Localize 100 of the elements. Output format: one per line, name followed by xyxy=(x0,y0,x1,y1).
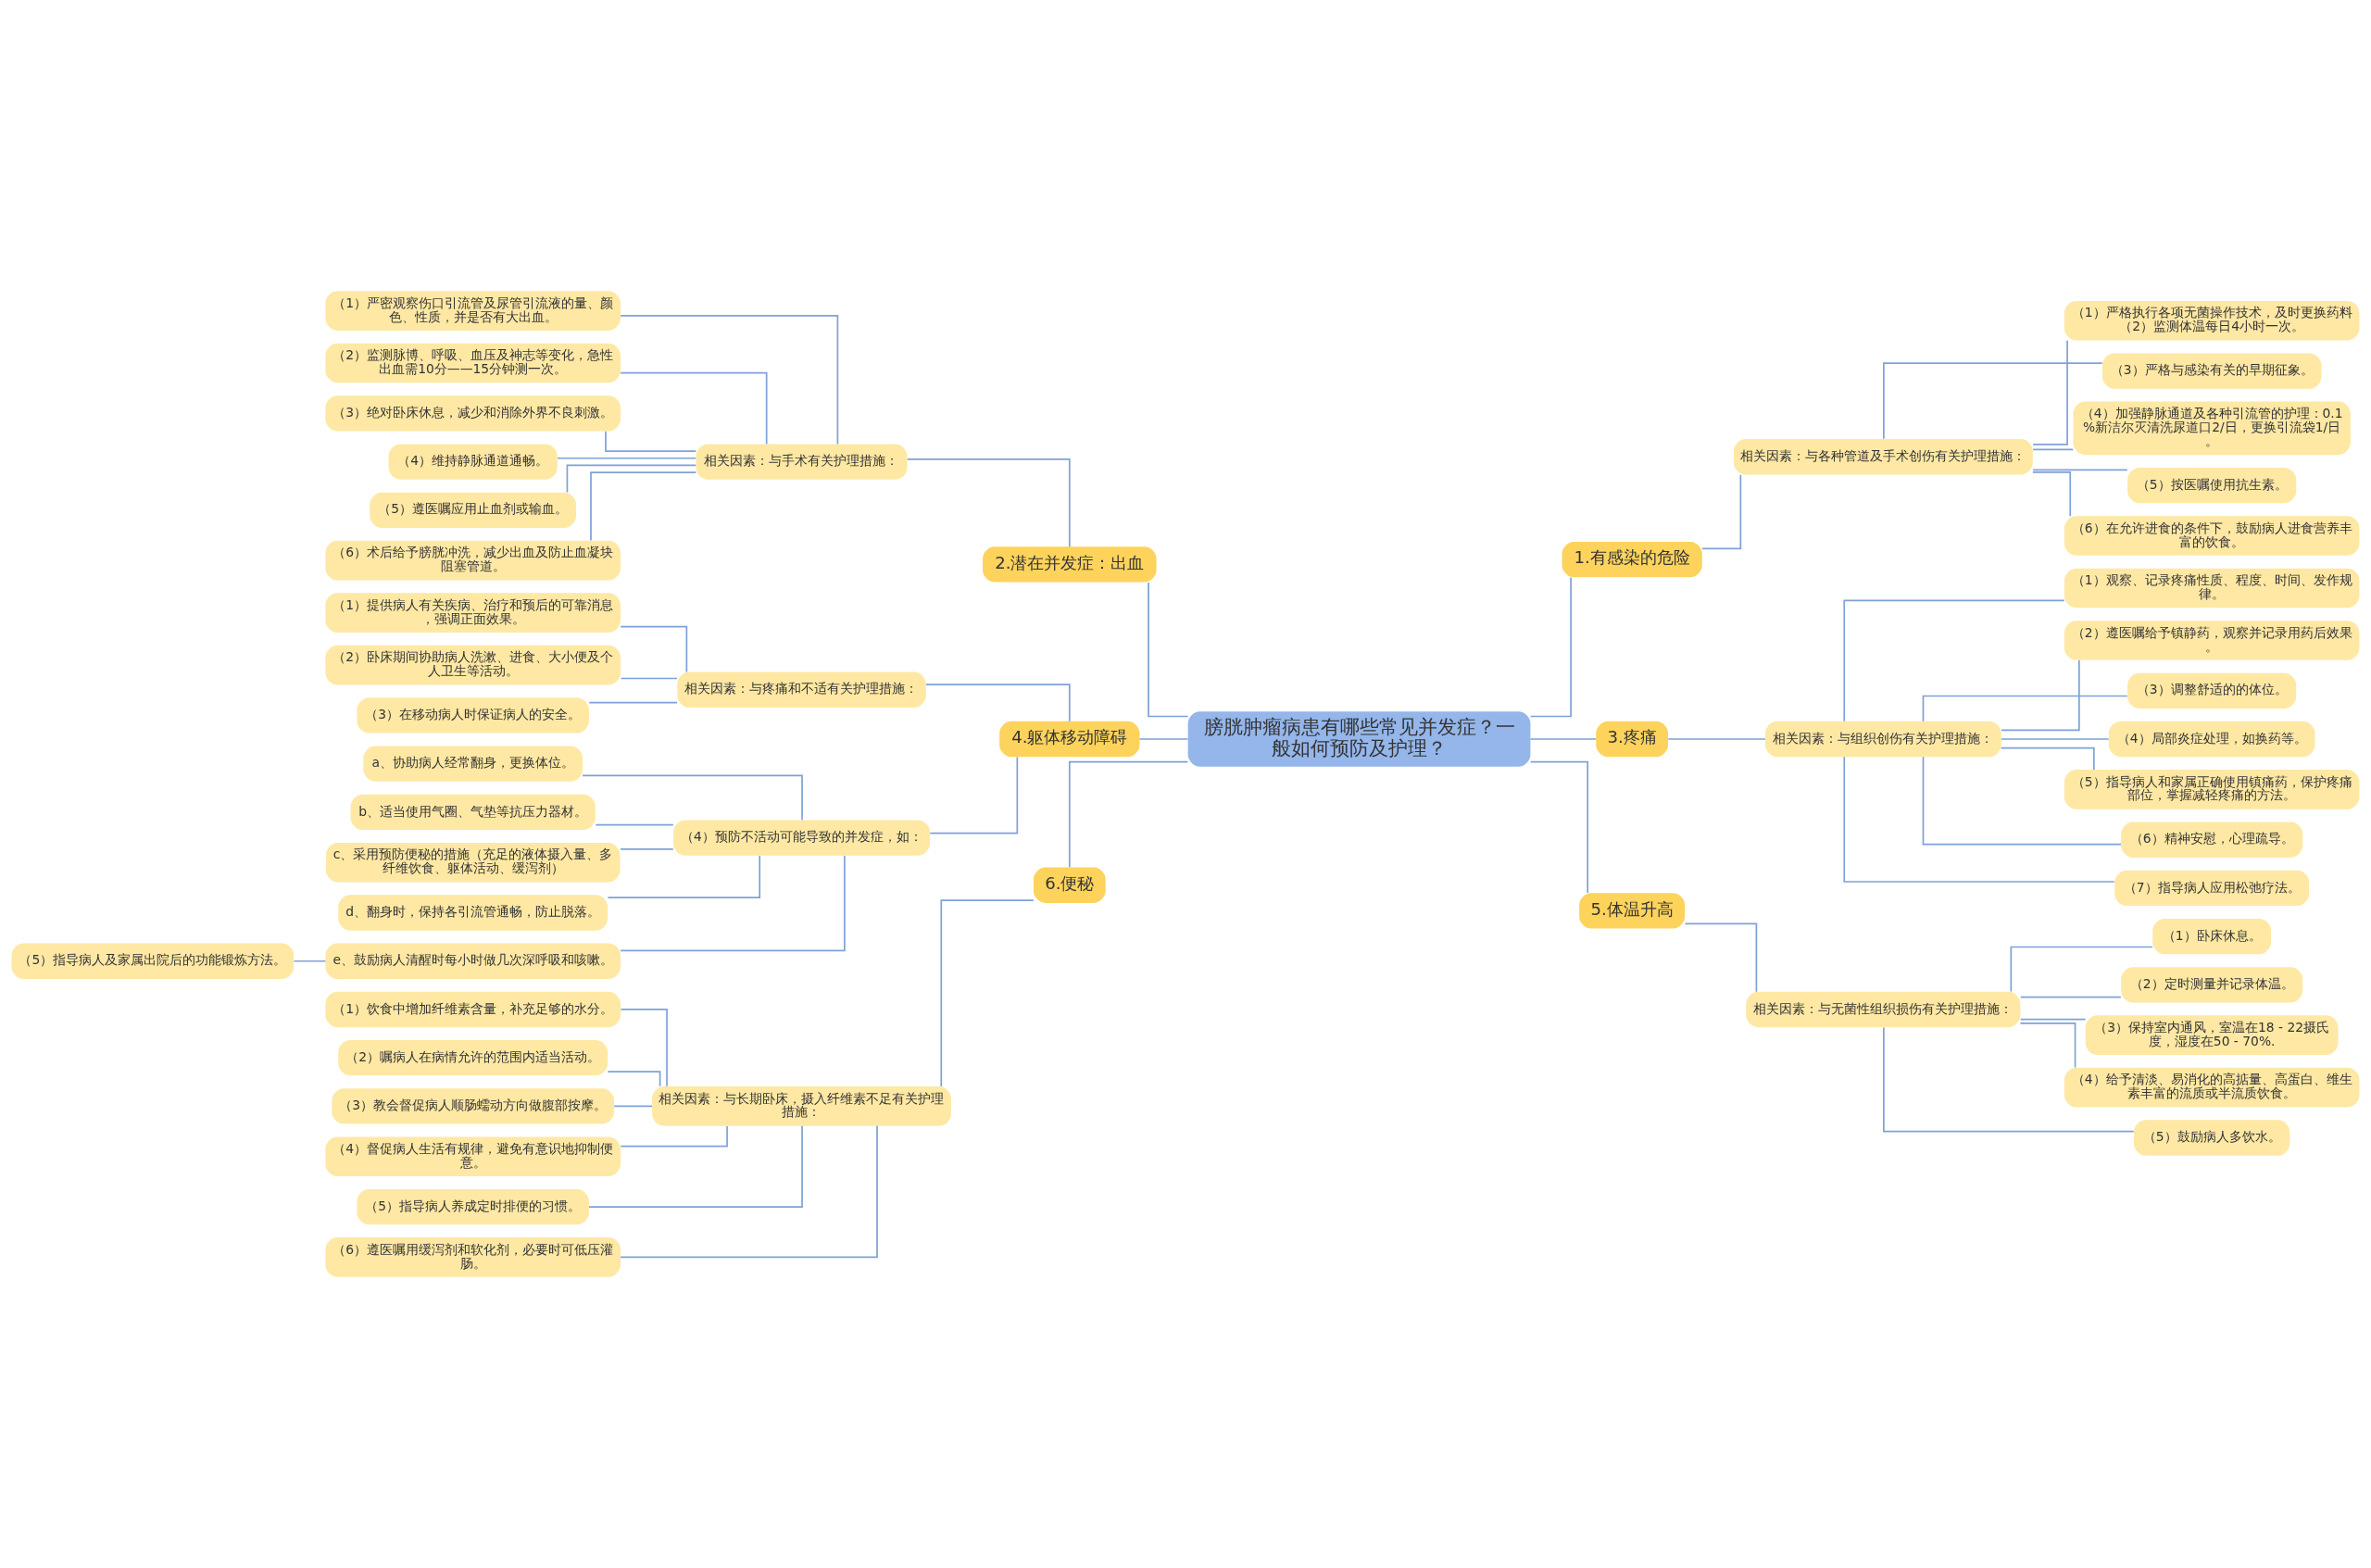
node-box: （4）预防不活动可能导致的并发症，如： xyxy=(673,820,930,856)
node-box: （6）精神安慰，心理疏导。 xyxy=(2121,822,2303,858)
connector xyxy=(1667,738,1766,740)
connector xyxy=(2032,448,2075,451)
connector xyxy=(1148,582,1189,718)
node-box: b、适当使用气圈、气垫等抗压力器材。 xyxy=(350,794,596,831)
connector xyxy=(2032,471,2072,518)
connector xyxy=(607,1071,661,1087)
connector xyxy=(2001,738,2110,740)
connector xyxy=(1843,599,2065,722)
node-box: （7）指导病人应用松弛疗法。 xyxy=(2114,870,2310,907)
connector xyxy=(620,848,674,850)
node-box: （1）饮食中增加纤维素含量，补充足够的水分。 xyxy=(325,991,621,1028)
connector xyxy=(1922,756,2122,846)
connector xyxy=(588,701,678,704)
connector xyxy=(620,315,839,445)
node-box: 4.躯体移动障碍 xyxy=(999,721,1140,758)
connector xyxy=(907,458,1071,547)
connector xyxy=(620,371,768,445)
node-box: d、翻身时，保持各引流管通畅，防止脱落。 xyxy=(338,895,608,931)
node-box: （2）嘱病人在病情允许的范围内适当活动。 xyxy=(338,1040,608,1076)
node-box: 5.体温升高 xyxy=(1579,893,1686,929)
node-box: e、鼓励病人清醒时每小时做几次深呼吸和咳嗽。 xyxy=(325,943,621,979)
connector xyxy=(582,774,803,821)
connector xyxy=(2032,469,2128,471)
node-box: （4）给予清淡、易消化的高掂量、高蛋白、维生素丰富的流质或半流质饮食。 xyxy=(2064,1067,2360,1108)
node-box: 相关因素：与手术有关护理措施： xyxy=(696,444,908,480)
connector xyxy=(925,684,1071,722)
node-box: 相关因素：与组织创伤有关护理措施： xyxy=(1765,721,2001,758)
connector xyxy=(620,625,688,673)
connector xyxy=(595,823,674,826)
node-box: （1）卧床休息。 xyxy=(2152,918,2272,955)
node-box: （5）指导病人养成定时排便的习惯。 xyxy=(357,1188,589,1225)
node-box: 相关因素：与各种管道及手术创伤有关护理措施： xyxy=(1733,439,2033,475)
connector xyxy=(2000,746,2095,771)
connector xyxy=(2019,996,2122,998)
node-box: （6）术后给予膀胱冲洗，减少出血及防止血凝块阻塞管道。 xyxy=(325,540,621,581)
node-box: 膀胱肿瘤病患有哪些常见并发症？一般如何预防及护理？ xyxy=(1187,711,1531,767)
connector xyxy=(1922,695,2128,722)
node-box: （3）保持室内通风，室温在18 - 22摄氏度，湿度在50 - 70%. xyxy=(2085,1015,2339,1055)
connector xyxy=(2019,1018,2087,1021)
connector xyxy=(1529,760,1589,894)
node-box: （2）监测脉博、呼吸、血压及神志等变化，急性出血需10分——15分钟测一次。 xyxy=(325,343,621,383)
connector xyxy=(1883,1026,2135,1133)
node-box: （3）绝对卧床休息，减少和消除外界不良刺激。 xyxy=(325,395,621,432)
connector xyxy=(620,1009,668,1087)
connector xyxy=(620,677,678,680)
node-box: （5）遵医嘱应用止血剂或输血。 xyxy=(370,492,577,528)
connector xyxy=(1701,474,1742,550)
connector xyxy=(293,960,327,962)
connector xyxy=(607,855,761,899)
connector xyxy=(1843,756,2115,883)
node-box: （5）指导病人及家属出院后的功能锻炼方法。 xyxy=(11,943,295,979)
connector xyxy=(620,855,846,952)
connector xyxy=(2032,339,2068,445)
connector xyxy=(620,1125,728,1148)
connector xyxy=(1068,760,1189,869)
node-box: （1）严密观察伤口引流管及尿管引流液的量、颜色、性质，并是否有大出血。 xyxy=(325,291,621,331)
node-box: （2）卧床期间协助病人洗漱、进食、大小便及个人卫生等活动。 xyxy=(325,645,621,685)
connector xyxy=(566,464,697,494)
connector xyxy=(940,899,1035,1087)
connector xyxy=(1883,362,2103,440)
node-box: （4）局部炎症处理，如换药等。 xyxy=(2108,721,2315,758)
node-box: c、采用预防便秘的措施（充足的液体摄入量、多纤维饮食、躯体活动、缓泻剂） xyxy=(325,842,621,883)
node-box: （1）提供病人有关疾病、治疗和预后的可靠消息，强调正面效果。 xyxy=(325,593,621,633)
node-box: （4）督促病人生活有规律，避免有意识地抑制便意。 xyxy=(325,1136,621,1177)
connector xyxy=(2019,1022,2076,1069)
node-box: （3）严格与感染有关的早期征象。 xyxy=(2101,353,2322,389)
connector xyxy=(1684,922,1758,993)
connector xyxy=(1529,738,1598,740)
node-box: （6）遵医嘱用缓泻剂和软化剂，必要时可低压灌肠。 xyxy=(325,1237,621,1277)
node-box: 1.有感染的危险 xyxy=(1562,541,1702,578)
connector xyxy=(929,756,1019,834)
connector xyxy=(613,1105,653,1108)
connector xyxy=(2010,946,2153,993)
node-box: （3）调整舒适的的体位。 xyxy=(2127,672,2297,709)
node-box: （4）加强静脉通道及各种引流管的护理：0.1%新洁尔灭清洗尿道口2/日，更换引流袋1/日。 xyxy=(2073,401,2351,456)
node-box: （5）指导病人和家属正确使用镇痛药，保护疼痛部位，掌握减轻疼痛的方法。 xyxy=(2064,770,2360,809)
connector xyxy=(588,1125,803,1208)
node-box: （2）定时测量并记录体温。 xyxy=(2121,967,2303,1003)
node-box: 2.潜在并发症：出血 xyxy=(983,546,1157,583)
connector xyxy=(2001,659,2080,732)
node-box: （1）严格执行各项无菌操作技术，及时更换药料（2）监测体温每日4小时一次。 xyxy=(2064,300,2360,341)
node-box: （3）教会督促病人顺肠蠕动方向做腹部按摩。 xyxy=(332,1088,615,1124)
node-box: （5）鼓励病人多饮水。 xyxy=(2134,1120,2290,1156)
node-box: 6.便秘 xyxy=(1033,867,1106,903)
node-box: 相关因素：与疼痛和不适有关护理措施： xyxy=(677,671,926,708)
node-box: （1）观察、记录疼痛性质、程度、时间、发作规律。 xyxy=(2064,568,2360,608)
node-box: （6）在允许进食的条件下，鼓励病人进食营养丰富的饮食。 xyxy=(2064,516,2360,556)
node-box: 相关因素：与无菌性组织损伤有关护理措施： xyxy=(1746,991,2021,1028)
node-box: （3）在移动病人时保证病人的安全。 xyxy=(357,697,589,734)
connector xyxy=(590,471,697,542)
node-box: （4）维持静脉通道通畅。 xyxy=(388,444,558,480)
node-box: （2）遵医嘱给予镇静药，观察并记录用药后效果。 xyxy=(2064,621,2360,660)
connector xyxy=(1529,576,1572,718)
connector xyxy=(605,430,697,452)
node-box: （5）按医嘱使用抗生素。 xyxy=(2127,468,2297,504)
connector xyxy=(557,457,697,459)
node-box: 相关因素：与长期卧床，摄入纤维素不足有关护理措施： xyxy=(652,1086,951,1126)
connector xyxy=(620,1124,878,1259)
